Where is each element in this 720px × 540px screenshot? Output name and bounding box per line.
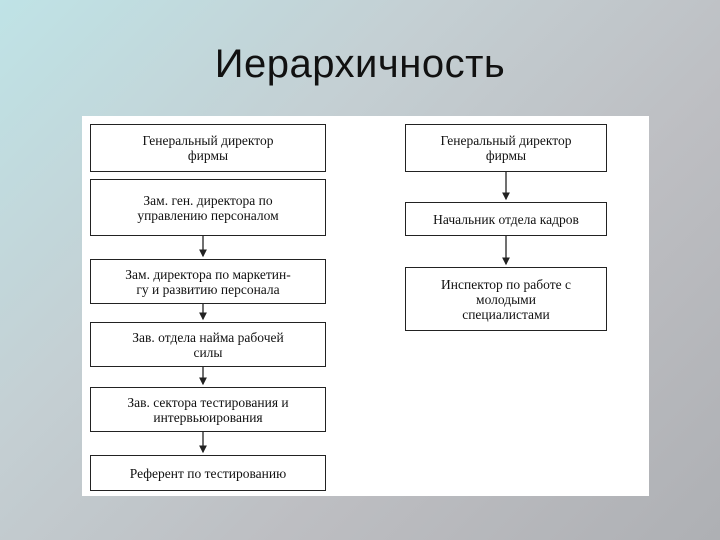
connector-arrows — [199, 172, 510, 454]
left-box-deputy-director-marketing: Зам. директора по маркетин- гу и развити… — [90, 259, 326, 304]
left-box-testing-referent: Референт по тестированию — [90, 455, 326, 491]
right-box-general-director: Генеральный директор фирмы — [405, 124, 607, 172]
right-box-head-hr-department: Начальник отдела кадров — [405, 202, 607, 236]
left-box-deputy-general-director-hr: Зам. ген. директора по управлению персон… — [90, 179, 326, 236]
hierarchy-diagram-panel: Генеральный директор фирмы Зам. ген. дир… — [82, 116, 649, 496]
slide-title: Иерархичность — [214, 42, 506, 86]
right-box-young-specialists-inspector: Инспектор по работе с молодыми специалис… — [405, 267, 607, 331]
left-box-general-director: Генеральный директор фирмы — [90, 124, 326, 172]
left-box-head-hiring-department: Зав. отдела найма рабочей силы — [90, 322, 326, 367]
left-box-head-testing-sector: Зав. сектора тестирования и интервьюиров… — [90, 387, 326, 432]
